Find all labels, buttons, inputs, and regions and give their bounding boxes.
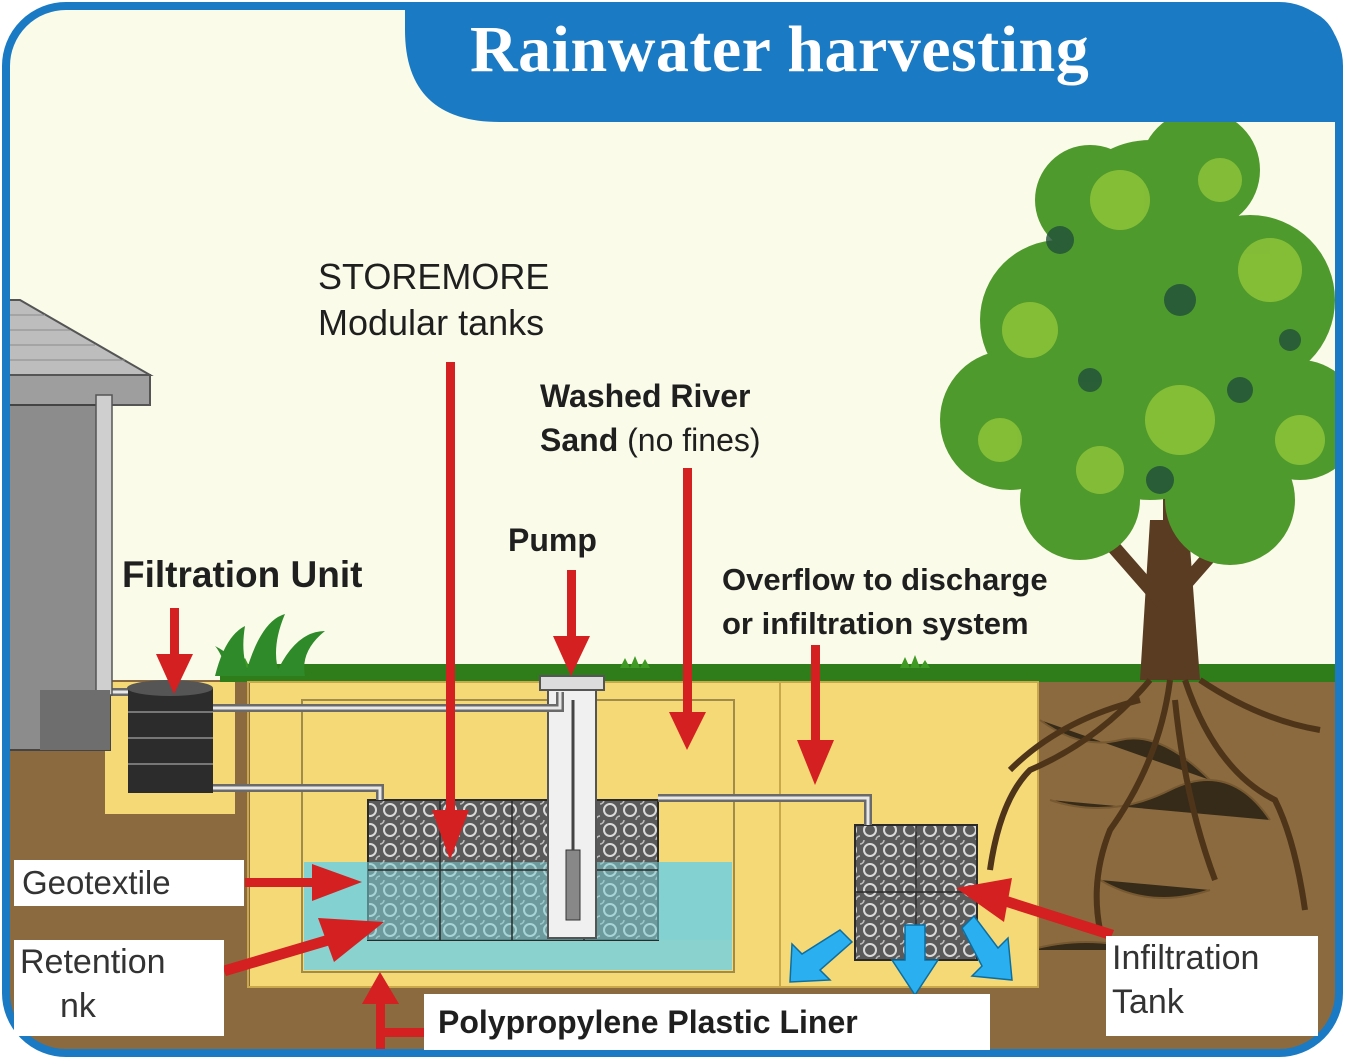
pump-cap bbox=[539, 675, 605, 691]
filtration-unit-label: Filtration Unit bbox=[122, 554, 363, 595]
overflow-label-line1: Overflow to discharge bbox=[722, 562, 1048, 597]
shrub bbox=[215, 614, 325, 676]
pump-label: Pump bbox=[508, 522, 597, 558]
sand-label-line1: Washed River bbox=[540, 378, 751, 414]
pointer-arrows bbox=[156, 362, 1114, 1053]
geotextile-label: Geotextile bbox=[14, 860, 244, 906]
overflow-label: Overflow to discharge or infiltration sy… bbox=[722, 558, 1048, 646]
house bbox=[6, 299, 154, 751]
filtration-unit-drum bbox=[127, 680, 213, 793]
grass-strip bbox=[220, 664, 1339, 682]
liner-label: Polypropylene Plastic Liner bbox=[424, 994, 990, 1050]
sand-label: Washed River Sand (no fines) bbox=[540, 374, 761, 462]
downpipe bbox=[95, 394, 113, 696]
plastic-liner-outline bbox=[301, 699, 735, 973]
storemore-label-line1: STOREMORE bbox=[318, 256, 550, 297]
retention-tank-label: Retention nk bbox=[14, 940, 224, 1036]
storemore-label: STOREMORE Modular tanks bbox=[318, 254, 549, 346]
pump-unit bbox=[565, 849, 581, 921]
retention-label-line1: Retention bbox=[20, 943, 166, 981]
sand-label-sand: Sand bbox=[540, 422, 619, 458]
retention-label-line2: nk bbox=[60, 987, 96, 1025]
title-tab bbox=[405, 6, 1339, 122]
tree bbox=[940, 110, 1339, 931]
sand-label-line2: Sand (no fines) bbox=[540, 418, 761, 462]
diagram-title: Rainwater harvesting bbox=[470, 13, 1090, 86]
storemore-label-line2: Modular tanks bbox=[318, 302, 545, 343]
infiltration-label-line2: Tank bbox=[1112, 983, 1184, 1021]
infiltration-tank-label: Infiltration Tank bbox=[1106, 936, 1318, 1036]
overflow-label-line2: or infiltration system bbox=[722, 606, 1029, 641]
infiltration-label-line1: Infiltration bbox=[1112, 939, 1260, 977]
sand-label-nofines: (no fines) bbox=[627, 422, 761, 458]
infiltration-flow-arrows bbox=[789, 914, 1013, 997]
